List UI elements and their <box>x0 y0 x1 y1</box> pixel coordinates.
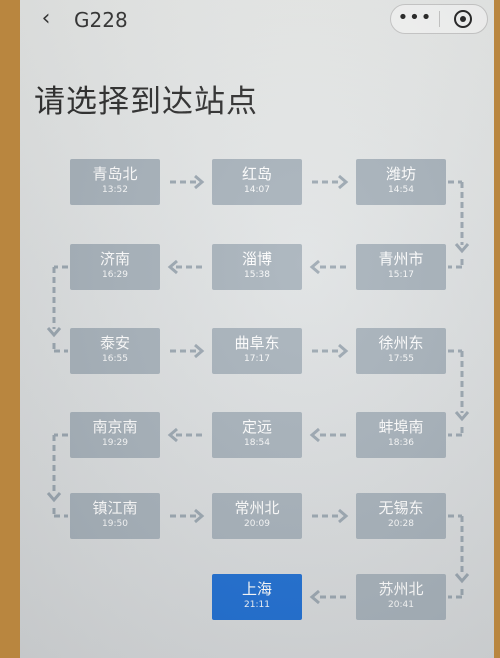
station-7[interactable]: 泰安 16:55 <box>70 328 160 374</box>
station-13[interactable]: 镇江南 19:50 <box>70 493 160 539</box>
station-time: 16:29 <box>102 270 128 280</box>
station-time: 16:55 <box>102 354 128 364</box>
chevron-left-icon[interactable]: ‹ <box>41 6 51 31</box>
station-name: 泰安 <box>99 334 130 352</box>
station-8[interactable]: 曲阜东 17:17 <box>212 328 302 374</box>
station-time: 14:54 <box>388 185 414 195</box>
station-time: 20:09 <box>244 519 270 529</box>
arrow-head-icon <box>309 427 320 443</box>
arrow-head-icon <box>338 343 349 359</box>
station-17[interactable]: 上海 21:11 <box>212 574 302 620</box>
arrow-head-icon <box>46 492 62 503</box>
station-3[interactable]: 潍坊 14:54 <box>356 159 446 205</box>
station-9[interactable]: 徐州东 17:55 <box>356 328 446 374</box>
station-name: 常州北 <box>234 499 280 517</box>
station-time: 17:17 <box>244 354 270 364</box>
station-name: 无锡东 <box>378 499 424 517</box>
station-time: 15:38 <box>244 270 270 280</box>
arrow-head-icon <box>167 259 178 275</box>
station-name: 红岛 <box>241 165 272 183</box>
phone-screen: ‹ G228 ••• 请选择到达站点 青岛北 13:52 红岛 14:07 潍坊 14:5… <box>20 0 494 658</box>
more-dots-icon[interactable]: ••• <box>397 7 433 28</box>
station-time: 19:50 <box>102 519 128 529</box>
nav-bar: ‹ G228 ••• <box>20 0 494 40</box>
station-time: 20:41 <box>388 600 414 610</box>
station-name: 曲阜东 <box>234 334 280 352</box>
arrow-head-icon <box>338 508 349 524</box>
station-time: 14:07 <box>244 185 270 195</box>
arrow-head-icon <box>194 174 205 190</box>
capsule-divider <box>439 11 440 27</box>
station-12[interactable]: 南京南 19:29 <box>70 412 160 458</box>
station-1[interactable]: 青岛北 13:52 <box>70 159 160 205</box>
station-11[interactable]: 定远 18:54 <box>212 412 302 458</box>
station-15[interactable]: 无锡东 20:28 <box>356 493 446 539</box>
station-name: 青岛北 <box>92 165 138 183</box>
arrow-head-icon <box>454 243 470 254</box>
arrow-head-icon <box>46 327 62 338</box>
station-name: 蚌埠南 <box>378 418 424 436</box>
station-time: 17:55 <box>388 354 414 364</box>
target-close-icon[interactable] <box>454 10 472 28</box>
station-5[interactable]: 淄博 15:38 <box>212 244 302 290</box>
mini-program-capsule: ••• <box>390 4 488 34</box>
arrow-head-icon <box>309 259 320 275</box>
route-arrows <box>46 174 470 605</box>
station-time: 20:28 <box>388 519 414 529</box>
station-16[interactable]: 苏州北 20:41 <box>356 574 446 620</box>
arrow-head-icon <box>338 174 349 190</box>
station-time: 18:54 <box>244 438 270 448</box>
arrow-head-icon <box>454 573 470 584</box>
station-name: 徐州东 <box>378 334 424 352</box>
station-name: 上海 <box>241 580 272 598</box>
station-2[interactable]: 红岛 14:07 <box>212 159 302 205</box>
station-4[interactable]: 青州市 15:17 <box>356 244 446 290</box>
station-time: 13:52 <box>102 185 128 195</box>
station-name: 定远 <box>241 418 272 436</box>
station-name: 苏州北 <box>378 580 424 598</box>
station-time: 21:11 <box>244 600 270 610</box>
station-name: 镇江南 <box>92 499 138 517</box>
station-6[interactable]: 济南 16:29 <box>70 244 160 290</box>
select-station-heading: 请选择到达站点 <box>34 84 258 120</box>
station-14[interactable]: 常州北 20:09 <box>212 493 302 539</box>
station-name: 南京南 <box>92 418 138 436</box>
arrow-head-icon <box>194 508 205 524</box>
page-title: G228 <box>74 8 128 32</box>
arrow-head-icon <box>167 427 178 443</box>
station-name: 济南 <box>99 250 130 268</box>
station-name: 青州市 <box>378 250 424 268</box>
station-name: 潍坊 <box>385 165 416 183</box>
station-time: 19:29 <box>102 438 128 448</box>
station-name: 淄博 <box>241 250 272 268</box>
station-time: 18:36 <box>388 438 414 448</box>
arrow-head-icon <box>309 589 320 605</box>
station-time: 15:17 <box>388 270 414 280</box>
arrow-head-icon <box>194 343 205 359</box>
station-10[interactable]: 蚌埠南 18:36 <box>356 412 446 458</box>
arrow-head-icon <box>454 411 470 422</box>
